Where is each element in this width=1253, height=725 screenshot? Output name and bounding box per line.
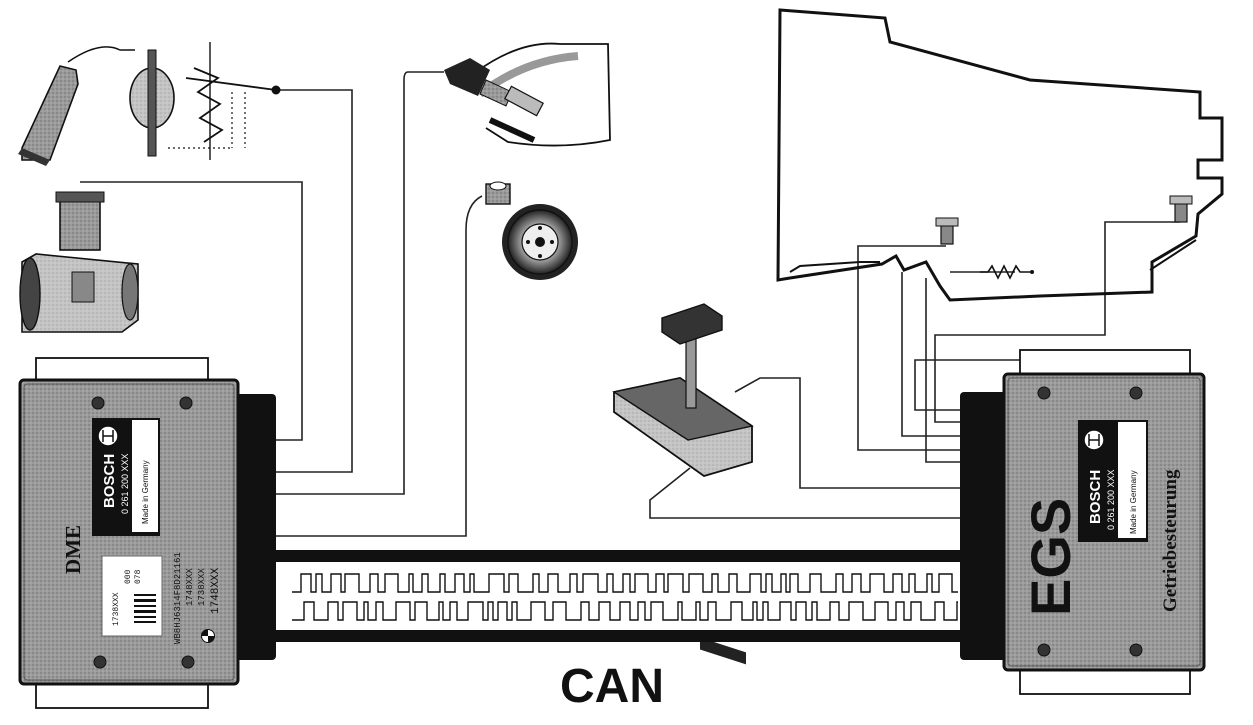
barcode-icon (134, 594, 156, 623)
dme-name-label: DME (61, 525, 85, 574)
dme-vin: WB8HJ6314F8D21161 (173, 552, 183, 644)
throttle-pedal-icon (18, 42, 281, 166)
can-signal-wave-low (292, 601, 958, 621)
dme-sticker-number-2: 078 (134, 569, 143, 584)
egs-made-in-label: Made in Germany (1129, 470, 1138, 534)
crankshaft-sensor-icon (485, 181, 511, 205)
dme-sticker-code: 1738XXX (112, 592, 121, 626)
mounting-screw-icon (1037, 386, 1143, 657)
transmission-solenoid-icon (935, 195, 1193, 245)
egs-name-label: EGS (1019, 498, 1082, 616)
resistor-icon (980, 264, 1034, 280)
dme-part-number: 0 261 200 XXX (120, 453, 130, 514)
can-bus (266, 550, 980, 642)
toothed-wheel-icon (502, 204, 578, 280)
air-mass-meter-icon (19, 191, 139, 333)
egs-brand-label: BOSCH (1087, 470, 1104, 524)
dme-control-unit[interactable]: BOSCH 0 261 200 XXX Made in Germany DME … (18, 357, 276, 709)
egs-subtitle-label: Getriebesteurung (1160, 469, 1181, 612)
dme-code-2: 1738XXX (197, 568, 207, 606)
transmission-outline (776, 8, 1224, 302)
can-label: CAN (560, 660, 664, 713)
dme-code-1: 1748XXX (185, 568, 195, 606)
dme-made-in-label: Made in Germany (141, 460, 150, 524)
can-signal-wave-high (292, 573, 958, 593)
mounting-screw-icon (91, 396, 195, 669)
dme-sticker-number-1: 000 (124, 569, 133, 584)
dme-code-3: 1748XXX (210, 567, 222, 614)
bosch-logo-icon (1083, 429, 1105, 451)
dme-brand-label: BOSCH (101, 454, 118, 508)
temperature-sensor-icon (444, 42, 611, 147)
bosch-logo-icon (97, 425, 119, 447)
bmw-logo-icon (201, 629, 215, 643)
egs-part-number: 0 261 200 XXX (1106, 469, 1116, 530)
egs-control-unit[interactable]: BOSCH 0 261 200 XXX Made in Germany EGS … (960, 349, 1206, 695)
